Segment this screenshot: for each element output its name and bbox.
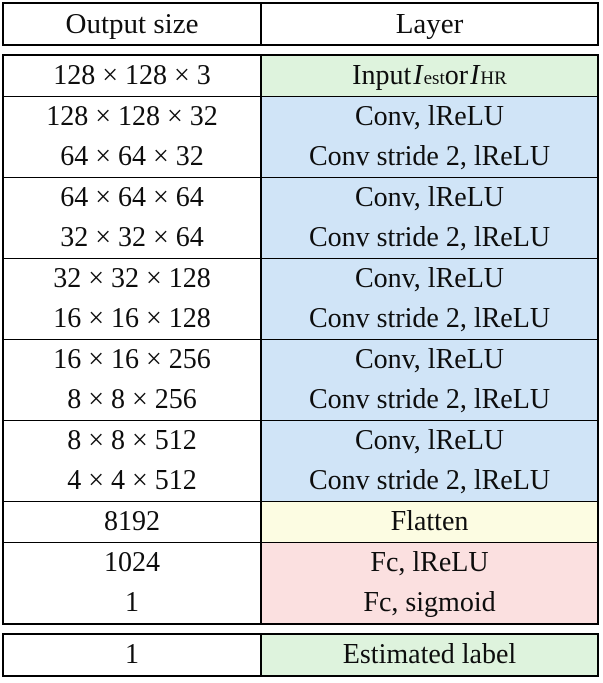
output-size-cell: 4 × 4 × 512 — [4, 461, 262, 501]
output-size-cell: 64 × 64 × 64 — [4, 178, 262, 218]
layer-cell: Conv stride 2, lReLU — [262, 137, 597, 177]
layer-cell: Flatten — [262, 502, 597, 542]
layer-cell: Conv stride 2, lReLU — [262, 461, 597, 501]
table-header-section: Output size Layer — [2, 2, 599, 46]
layer-text: Input — [352, 60, 412, 91]
layer-cell: Conv, lReLU — [262, 421, 597, 461]
layer-cell: Conv, lReLU — [262, 340, 597, 380]
header-row: Output size Layer — [4, 4, 597, 44]
layer-cell: Conv stride 2, lReLU — [262, 299, 597, 339]
output-size-cell: 64 × 64 × 32 — [4, 137, 262, 177]
output-size-cell: 8 × 8 × 512 — [4, 421, 262, 461]
layer-cell: Fc, lReLU — [262, 543, 597, 583]
layer-cell: Estimated label — [262, 635, 597, 675]
output-size-cell: 8 × 8 × 256 — [4, 380, 262, 420]
output-size-cell: 1 — [4, 583, 262, 623]
output-size-cell: 128 × 128 × 3 — [4, 56, 262, 96]
output-size-cell: 1 — [4, 635, 262, 675]
double-rule-gap — [2, 46, 603, 54]
output-size-cell: 128 × 128 × 32 — [4, 97, 262, 137]
math-variable: I — [470, 60, 480, 91]
layer-cell: Conv stride 2, lReLU — [262, 380, 597, 420]
layer-cell: Conv, lReLU — [262, 259, 597, 299]
output-size-cell: 16 × 16 × 256 — [4, 340, 262, 380]
output-size-cell: 32 × 32 × 64 — [4, 218, 262, 258]
layer-cell: Conv, lReLU — [262, 178, 597, 218]
double-rule-gap — [2, 625, 603, 633]
output-size-cell: 8192 — [4, 502, 262, 542]
output-size-cell: 32 × 32 × 128 — [4, 259, 262, 299]
output-size-cell: 1024 — [4, 543, 262, 583]
layer-cell: Fc, sigmoid — [262, 583, 597, 623]
math-variable: I — [413, 60, 423, 91]
layer-cell: Conv, lReLU — [262, 97, 597, 137]
column-header-output-size: Output size — [4, 4, 262, 44]
layer-text: or — [444, 60, 469, 91]
column-header-layer: Layer — [395, 7, 464, 40]
layer-cell: Conv stride 2, lReLU — [262, 218, 597, 258]
output-size-cell: 16 × 16 × 128 — [4, 299, 262, 339]
